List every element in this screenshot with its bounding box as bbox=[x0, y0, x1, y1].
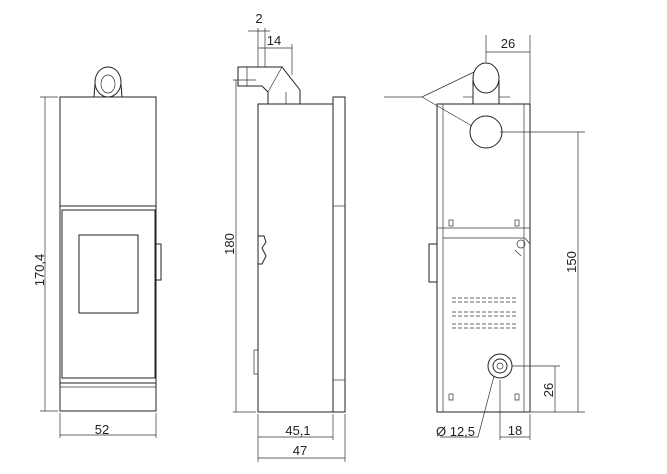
side-top-offset-label: 2 bbox=[255, 11, 262, 26]
front-flue-collar bbox=[93, 83, 123, 98]
side-foot bbox=[253, 349, 259, 375]
rear-top-flue-outlet bbox=[472, 62, 500, 94]
rear-view: 26 bbox=[384, 35, 585, 440]
front-door-handle bbox=[154, 243, 162, 281]
rear-air-inlet-height-label: 26 bbox=[541, 383, 556, 397]
rear-side-handle bbox=[428, 243, 438, 283]
front-height-label: 170,4 bbox=[32, 254, 47, 287]
rear-air-inlet-offset-label: 18 bbox=[508, 423, 522, 438]
rear-flue-outlet bbox=[469, 115, 503, 149]
side-height-label: 180 bbox=[222, 233, 237, 255]
side-depth-inner-label: 45,1 bbox=[285, 423, 310, 438]
rear-air-regulator bbox=[516, 239, 526, 249]
side-pipe-offset-label: 14 bbox=[267, 33, 281, 48]
rear-diameter-leader bbox=[477, 375, 495, 438]
rear-flue-height-label: 150 bbox=[564, 251, 579, 273]
front-glass-window bbox=[78, 234, 139, 314]
rear-flue-offset-label: 26 bbox=[501, 36, 515, 51]
front-view: 170,4 52 bbox=[32, 66, 162, 438]
side-door-hinge bbox=[258, 235, 267, 265]
rear-air-inlet-outer bbox=[487, 353, 513, 379]
side-body bbox=[257, 103, 334, 413]
rear-air-inlet-inner bbox=[492, 358, 508, 374]
rear-vent-slots bbox=[452, 297, 516, 329]
side-view: 2 14 180 45,1 47 bbox=[222, 11, 346, 462]
side-rear-panel bbox=[332, 96, 346, 413]
front-door bbox=[61, 209, 156, 379]
front-flue-ring-inner bbox=[100, 74, 116, 94]
front-body bbox=[59, 96, 157, 412]
front-flue-ring bbox=[94, 66, 122, 98]
side-depth-outer-label: 47 bbox=[293, 443, 307, 458]
rear-air-inlet-diameter-label: Ø 12,5 bbox=[436, 424, 475, 439]
front-width-label: 52 bbox=[95, 422, 109, 437]
